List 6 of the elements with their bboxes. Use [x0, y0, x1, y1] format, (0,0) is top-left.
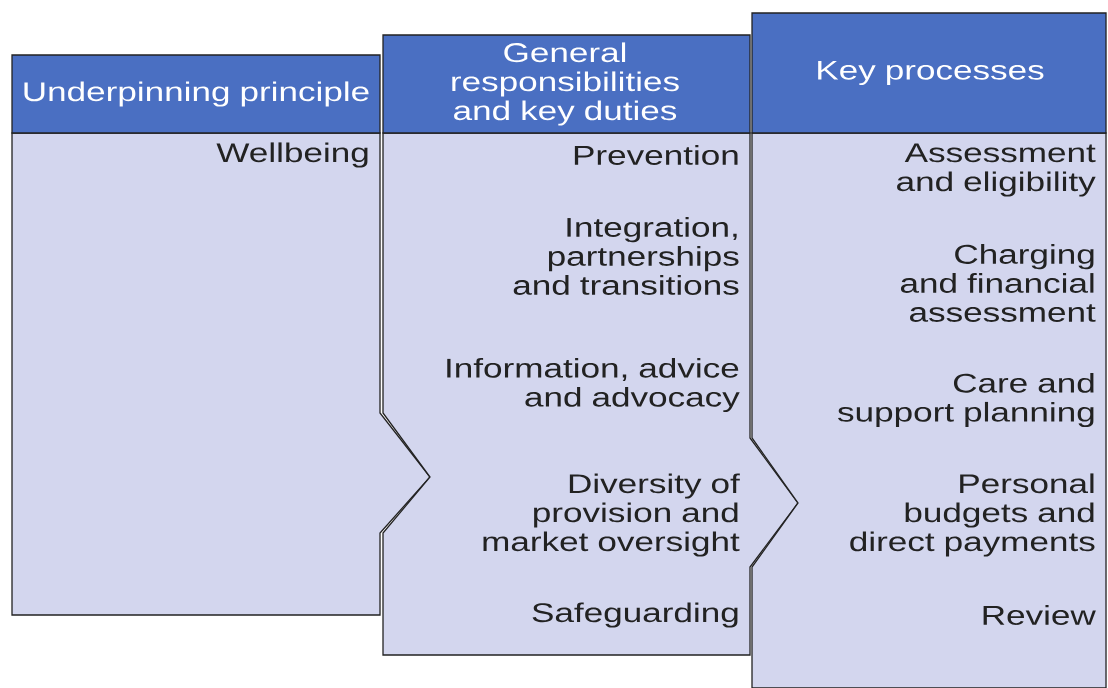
- column-panel: Underpinning principle Wellbeing: [11, 54, 431, 616]
- node-label: Underpinning principle: [24, 81, 369, 107]
- column-panel: Key processes Assessment and eligibility Charging and financial assessment Care and support planning Personal budgets and direct payments Review: [751, 12, 1107, 688]
- column-panel: General responsibilities and key duties Prevention Integration, partnerships and transitions Information, advice and advocacy Diversity of provision and market oversight Safeguarding: [382, 34, 799, 656]
- node-label: Key processes: [818, 60, 1044, 86]
- node-label: General responsibilities and key duties: [452, 42, 679, 126]
